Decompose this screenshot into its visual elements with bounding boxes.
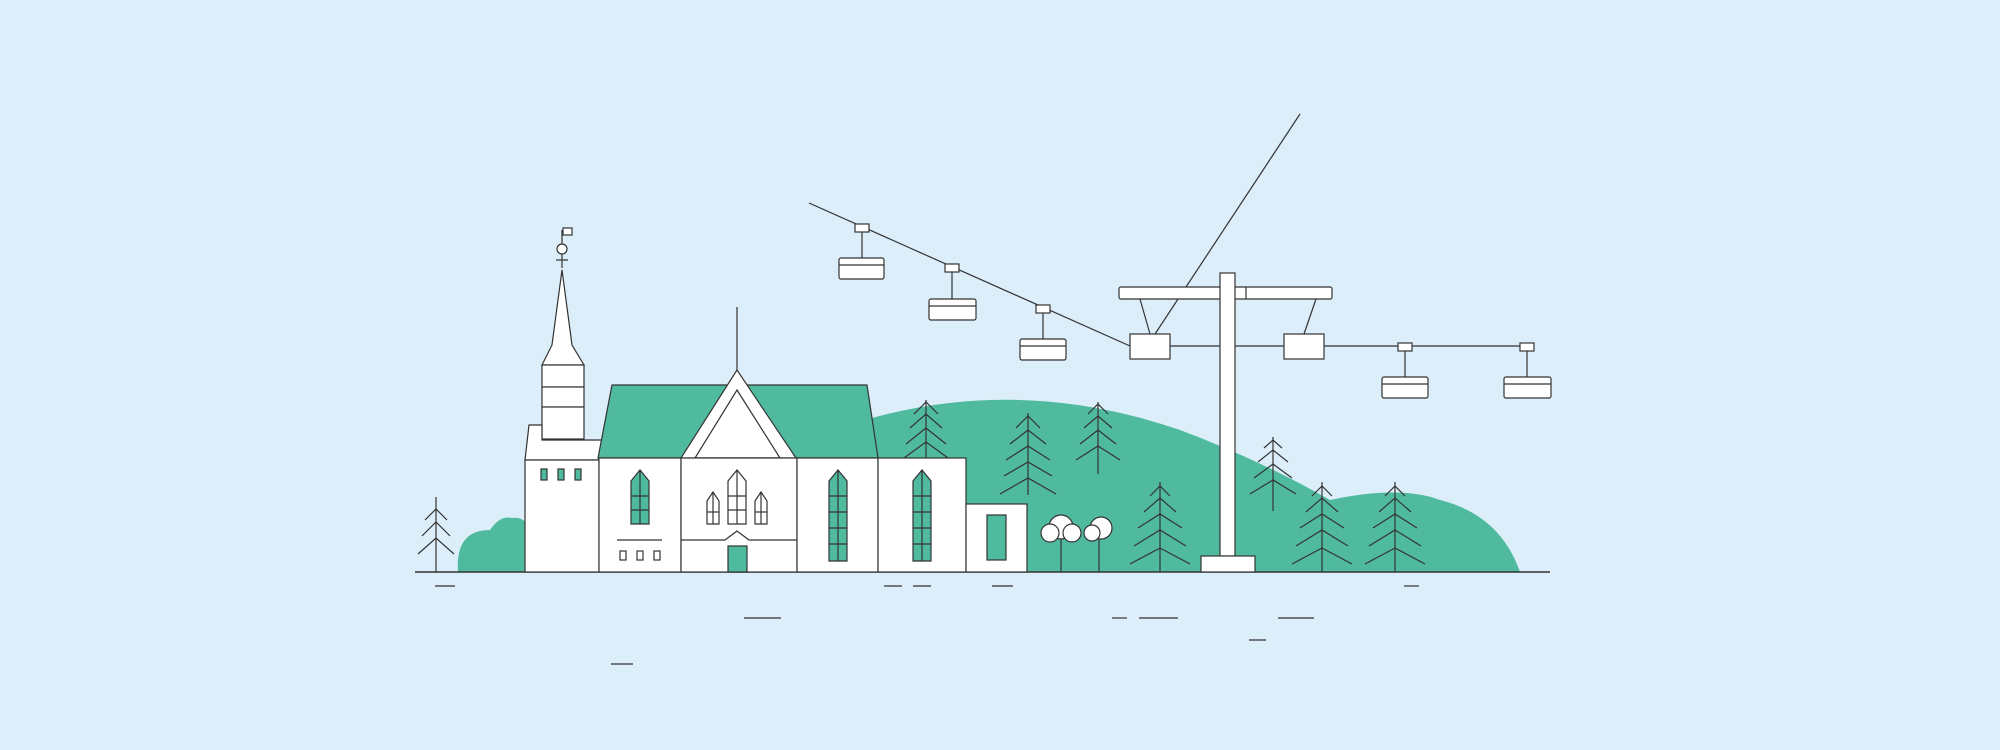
cable-car-gondola-icon (1381, 342, 1429, 399)
ground-dashes (435, 585, 1419, 665)
pylon-icon (1118, 272, 1333, 573)
cable-car-gondola-icon (838, 223, 885, 280)
cable-car-gondola-icon (1503, 342, 1552, 399)
round-tree-icon (1040, 514, 1113, 572)
church-icon (524, 227, 1028, 573)
tree-icon (417, 400, 1426, 572)
cable-car-gondola-icon (928, 263, 977, 321)
bush-icon (457, 517, 530, 572)
hill-icon (865, 399, 1520, 572)
flag-icon (562, 227, 573, 236)
cable-car-system (808, 113, 1552, 573)
cable-car-gondola-icon (1019, 304, 1067, 361)
steeple-cross-icon (556, 230, 568, 268)
